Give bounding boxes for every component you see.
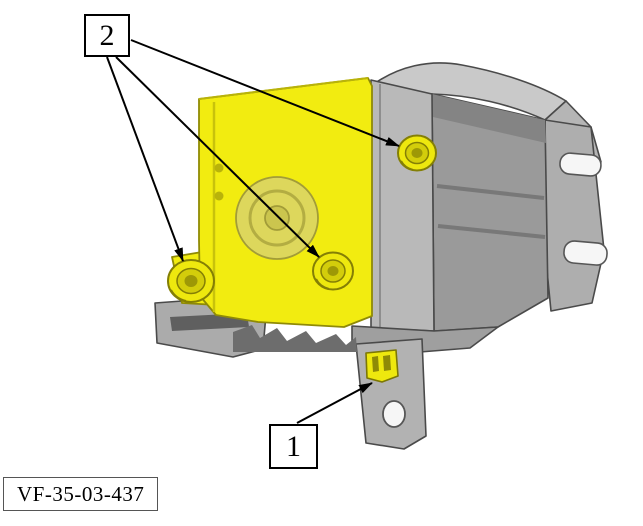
leader-arrow-left-grommet <box>106 56 184 262</box>
grommet-left-rib <box>170 289 187 302</box>
clip-body <box>365 349 399 383</box>
bracket-slot-lower <box>563 240 608 266</box>
grommet-upper-core <box>411 148 423 158</box>
tab-mounting-hole <box>382 400 406 428</box>
grommet-left-core <box>184 275 198 287</box>
callout-2-box: 2 <box>84 14 130 57</box>
module-screw-upper <box>214 163 224 173</box>
callout-2-label: 2 <box>99 18 115 52</box>
grommet-middle <box>312 251 354 291</box>
leader-arrow-upper-grommet <box>130 39 400 147</box>
module-boss-ring <box>248 189 306 247</box>
clip-slot-right <box>383 355 391 371</box>
module-top-edge <box>198 77 369 100</box>
module-screw-lower <box>214 191 224 201</box>
bracket-rib-upper <box>436 184 545 200</box>
figure-code-label: VF-35-03-437 <box>17 481 145 506</box>
module-boss-inner <box>264 205 290 231</box>
grommet-middle-core <box>327 266 339 276</box>
mounting-bracket <box>154 62 608 450</box>
clip-slot-left <box>372 356 379 372</box>
figure-code-box: VF-35-03-437 <box>3 477 159 511</box>
bracket-inner-shadow <box>432 94 546 143</box>
grommet-upper-rib <box>400 160 414 171</box>
callout-1-box: 1 <box>269 424 318 469</box>
grommet-upper-right <box>397 134 437 172</box>
bracket-slot-upper <box>559 152 602 177</box>
leader-arrow-clip <box>296 382 373 424</box>
callout-1-label: 1 <box>286 429 301 463</box>
grommet-left <box>167 259 215 303</box>
bottom-serration <box>233 325 357 352</box>
leader-arrows <box>106 39 400 424</box>
grommet-middle-rib <box>315 278 330 290</box>
leader-arrow-middle-grommet <box>115 56 320 258</box>
bracket-rib-lower <box>437 224 546 239</box>
retaining-clip <box>365 349 399 383</box>
bracket-top-flange <box>370 62 567 121</box>
